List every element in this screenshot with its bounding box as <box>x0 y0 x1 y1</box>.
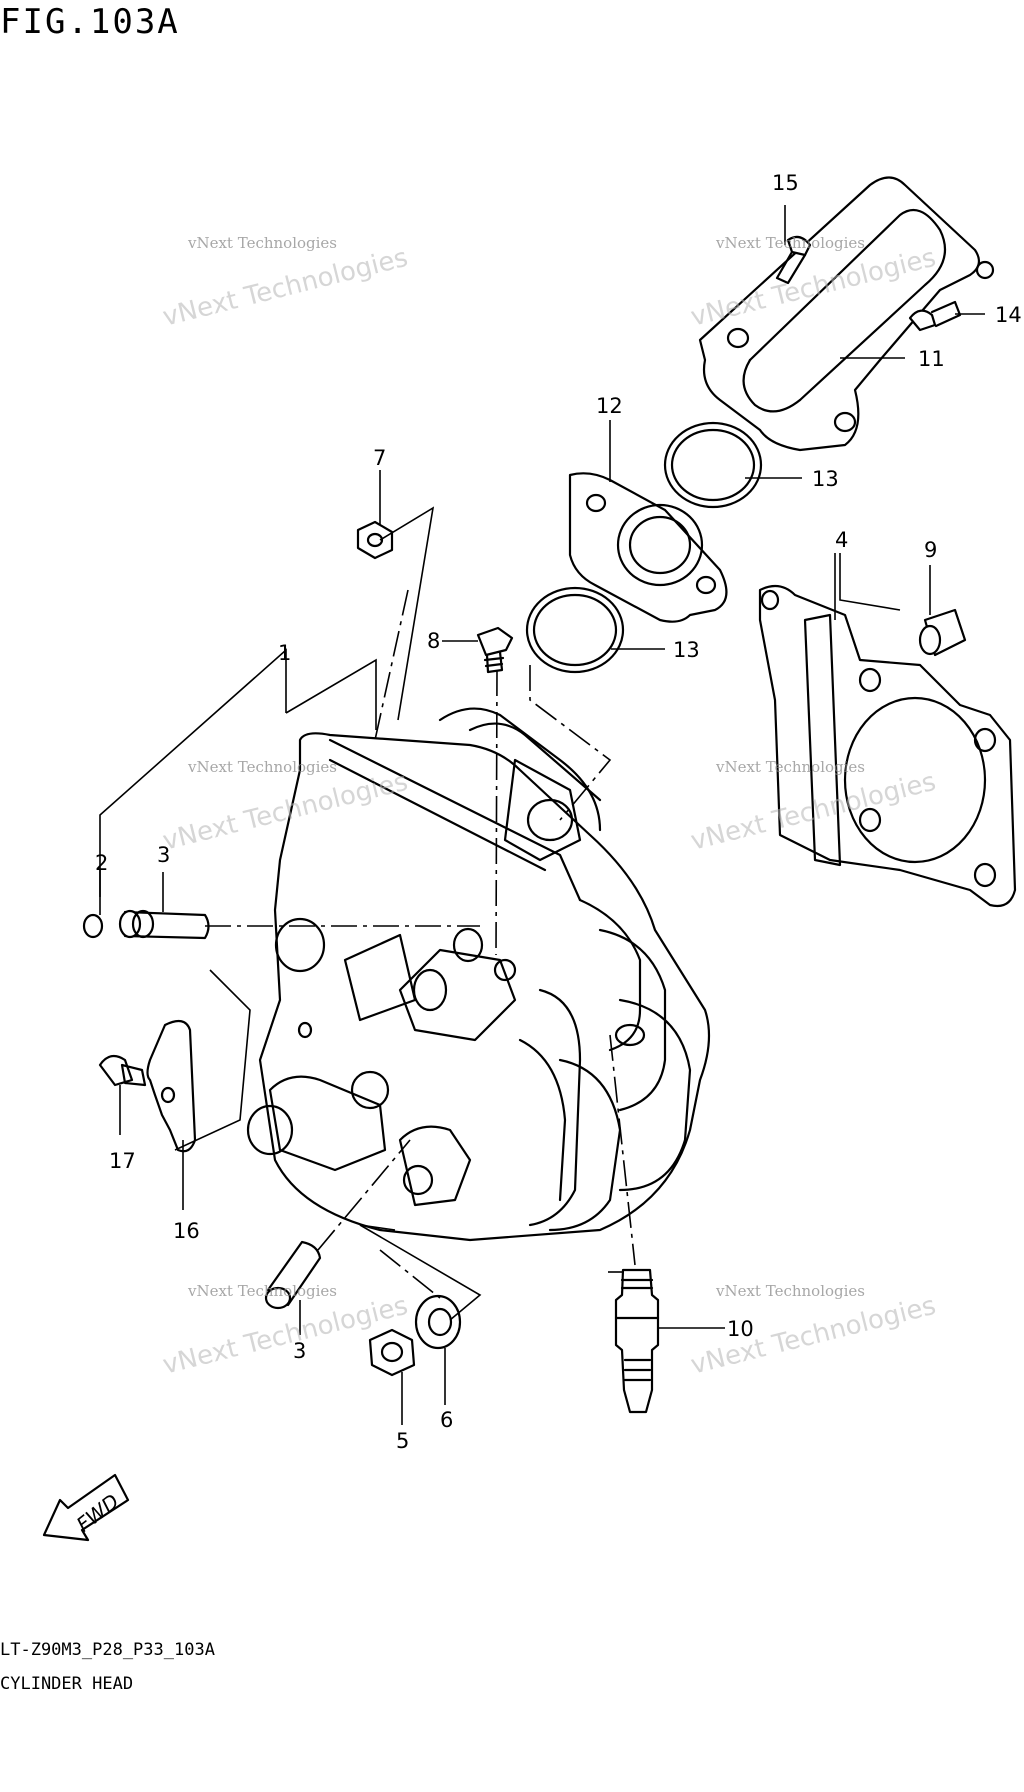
screw-17 <box>98 1054 147 1087</box>
figure-code: LT-Z90M3_P28_P33_103A <box>0 1640 215 1660</box>
callout-13-lower: 13 <box>673 638 700 662</box>
callout-2: 2 <box>95 851 108 875</box>
plate-16 <box>146 1019 197 1153</box>
nut-7 <box>356 520 394 560</box>
callout-9: 9 <box>924 538 937 562</box>
callout-6: 6 <box>440 1408 453 1432</box>
watermark-large: vNext Technologies <box>688 1291 939 1381</box>
callout-3-upper: 3 <box>157 843 170 867</box>
insulator <box>568 472 728 623</box>
fwd-arrow: FWD <box>42 1473 130 1542</box>
dowel-pin <box>918 608 967 657</box>
nut-5 <box>368 1328 416 1377</box>
callout-16: 16 <box>173 1219 200 1243</box>
callout-13-upper: 13 <box>812 467 839 491</box>
callout-14: 14 <box>995 303 1022 327</box>
callout-numbers: 1 2 3 3 4 5 6 7 8 9 10 11 12 13 13 14 15… <box>95 171 1022 1453</box>
callout-1: 1 <box>278 641 291 665</box>
pin-3-left <box>118 909 210 940</box>
clip-2 <box>82 913 104 939</box>
watermark-large: vNext Technologies <box>160 243 411 333</box>
callout-11: 11 <box>918 347 945 371</box>
cylinder-head-gasket <box>758 584 1017 908</box>
watermark-small: vNext Technologies <box>715 1282 865 1300</box>
bolt-14 <box>908 300 962 332</box>
callout-7: 7 <box>373 446 386 470</box>
watermark-small: vNext Technologies <box>187 234 337 252</box>
washer-6 <box>414 1294 462 1350</box>
figure-title: FIG.103A <box>0 2 180 42</box>
callout-3-lower: 3 <box>293 1339 306 1363</box>
o-ring-upper <box>663 421 763 509</box>
spark-plug <box>614 1268 660 1414</box>
callout-5: 5 <box>396 1429 409 1453</box>
callout-12: 12 <box>596 394 623 418</box>
watermark-small: vNext Technologies <box>715 234 865 252</box>
intake-pipe <box>698 176 995 452</box>
bolt-15 <box>775 235 812 285</box>
watermark-large: vNext Technologies <box>160 767 411 857</box>
figure-name: CYLINDER HEAD <box>0 1674 134 1694</box>
o-ring-lower <box>525 586 625 674</box>
leader-lines <box>99 205 985 1425</box>
watermark-small: vNext Technologies <box>187 758 337 776</box>
callout-10: 10 <box>727 1317 754 1341</box>
cylinder-head <box>246 707 711 1242</box>
callout-15: 15 <box>772 171 799 195</box>
pin-3-lower <box>264 1240 322 1310</box>
callout-17: 17 <box>109 1149 136 1173</box>
watermark-small: vNext Technologies <box>187 1282 337 1300</box>
callout-8: 8 <box>427 629 440 653</box>
callout-4: 4 <box>835 528 848 552</box>
watermark-small: vNext Technologies <box>715 758 865 776</box>
bolt-8 <box>476 626 514 674</box>
